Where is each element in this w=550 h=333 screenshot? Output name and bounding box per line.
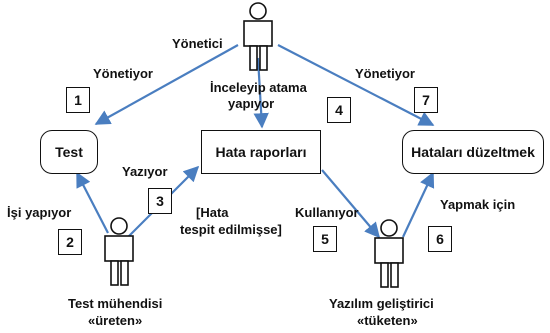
review-assign-label-line2: yapıyor <box>228 96 275 111</box>
step-7-badge: 7 <box>414 87 438 113</box>
step-4-badge: 4 <box>327 97 351 123</box>
edge-manager-to-fix-bugs <box>277 44 435 126</box>
edge-bug-reports-to-developer <box>321 169 380 239</box>
review-assign-label-line1: İnceleyip atama <box>210 80 307 95</box>
fix-bugs-box: Hataları düzeltmek <box>402 130 544 174</box>
step-2-badge: 2 <box>58 229 82 255</box>
bug-reports-box: Hata raporları <box>201 130 321 174</box>
does-work-label: İşi yapıyor <box>7 205 72 220</box>
developer-label-line1: Yazılım geliştirici <box>329 296 434 311</box>
tester-label-line2: «üreten» <box>88 313 143 328</box>
tester-label-line1: Test mühendisi <box>68 296 163 311</box>
tester-person-icon <box>104 217 134 286</box>
manages-left-label: Yönetiyor <box>93 66 153 81</box>
uses-label: Kullanıyor <box>295 205 359 220</box>
manager-label: Yönetici <box>172 36 223 51</box>
condition-label-line2: tespit edilmişse] <box>180 222 282 237</box>
developer-label-line2: «tüketen» <box>357 313 418 328</box>
test-box: Test <box>40 130 98 174</box>
manages-right-label: Yönetiyor <box>355 66 415 81</box>
edge-manager-to-test <box>94 44 239 125</box>
manager-person-icon <box>243 2 273 71</box>
writes-label: Yazıyor <box>122 164 168 179</box>
step-1-badge: 1 <box>66 87 90 113</box>
step-5-badge: 5 <box>313 226 337 252</box>
edge-manager-to-bug-reports <box>253 57 269 129</box>
edge-developer-to-fix-bugs <box>402 171 435 238</box>
developer-person-icon <box>374 219 404 288</box>
edge-tester-to-test <box>76 171 109 234</box>
in-order-to-label: Yapmak için <box>440 197 516 212</box>
step-6-badge: 6 <box>428 226 452 252</box>
step-3-badge: 3 <box>148 188 172 214</box>
condition-label-line1: [Hata <box>196 205 229 220</box>
